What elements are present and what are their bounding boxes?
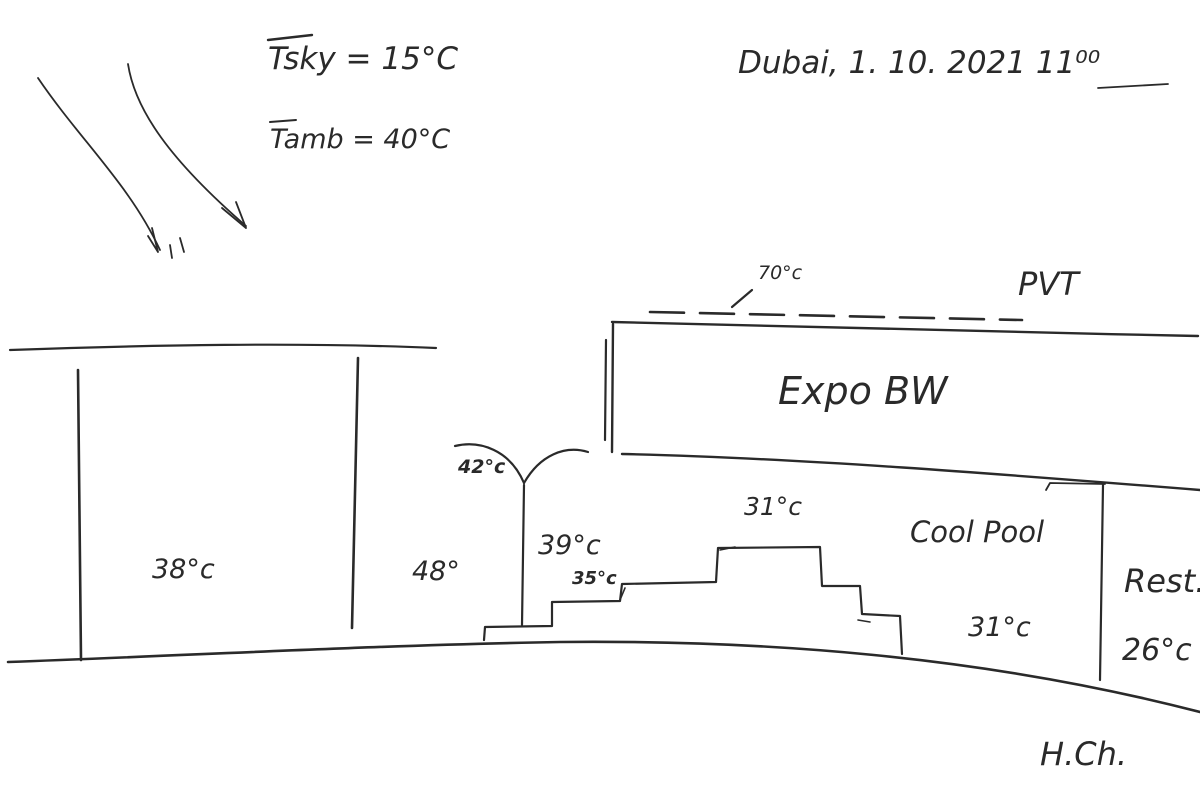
sky-temperature-label: Tsky = 15°C: [268, 41, 458, 77]
restaurant-wall: [1045, 482, 1106, 682]
gap-temperature: 48°: [412, 556, 460, 587]
cool-pool-temperature: 31°c: [968, 612, 1031, 643]
ground-line: [6, 640, 1200, 714]
tree-temperature: 42°c: [458, 456, 506, 478]
tree: [453, 443, 590, 627]
cool-pool-label: Cool Pool: [910, 515, 1045, 549]
restaurant-temperature: 26°c: [1122, 633, 1192, 668]
header-strokes: [266, 33, 1169, 123]
sun-ray-arrows: [37, 63, 247, 259]
signature: H.Ch.: [1040, 735, 1128, 773]
pvt-label: PVT: [1018, 265, 1079, 303]
ambient-temperature-label: Tamb = 40°C: [270, 124, 451, 155]
restaurant-label: Rest.: [1124, 562, 1200, 600]
expo-building-label: Expo BW: [778, 369, 948, 413]
step-temperature: 35°c: [572, 568, 617, 589]
stands-stairs: [482, 545, 904, 656]
place-date-time-label: Dubai, 1. 10. 2021 11⁰⁰: [738, 45, 1101, 81]
left-building: [8, 343, 438, 662]
expo-building: [603, 288, 1200, 492]
left-building-temperature: 38°c: [152, 554, 215, 585]
street-temperature: 39°c: [538, 530, 601, 561]
stands-temperature: 31°c: [744, 492, 803, 521]
pvt-temperature-label: 70°c: [758, 262, 803, 284]
